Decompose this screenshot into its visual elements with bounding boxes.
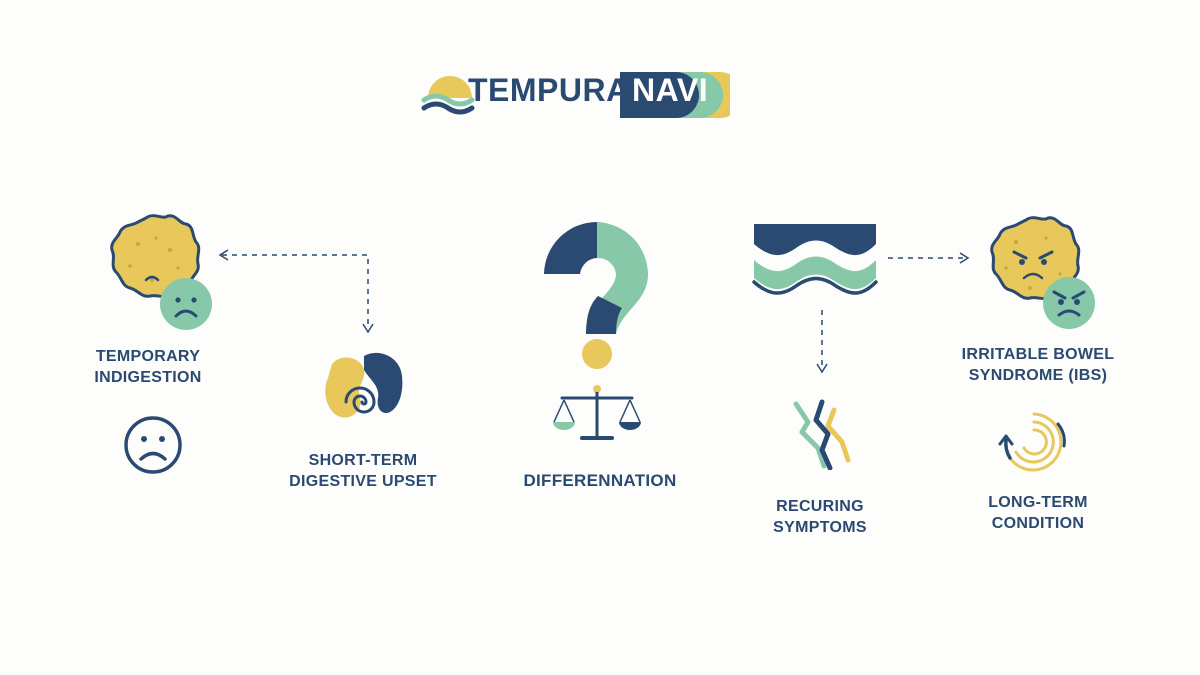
brand-name-right: NAVI	[632, 72, 709, 108]
temporary-indigestion-line1: TEMPORARY	[95, 348, 201, 365]
ibs-line1: IRRITABLE BOWEL	[961, 346, 1115, 363]
temporary-indigestion-line2: INDIGESTION	[94, 369, 202, 386]
brand-name-left: TEMPURA	[468, 72, 630, 108]
sad-face-badge-icon	[160, 278, 212, 330]
cycle-swirl-icon	[998, 412, 1066, 472]
differentiation-label: DIFFERENNATION	[523, 471, 677, 490]
ibs-line2: SYNDROME (IBS)	[968, 367, 1108, 384]
wave-icon	[752, 224, 878, 295]
cracked-lines-icon	[793, 399, 851, 470]
short-term-line2: DIGESTIVE UPSET	[289, 473, 437, 490]
long-term-line2: CONDITION	[991, 515, 1085, 532]
long-term-line1: LONG-TERM	[988, 494, 1088, 511]
long-term-condition-label: LONG-TERM CONDITION	[958, 492, 1118, 534]
dashed-connector-arrow	[218, 249, 374, 334]
dashed-down-arrow	[816, 310, 828, 374]
ibs-label: IRRITABLE BOWEL SYNDROME (IBS)	[948, 344, 1128, 386]
recurring-line2: SYMPTOMS	[773, 519, 867, 536]
angry-face-badge-icon	[1043, 277, 1095, 329]
tempura-logo-icon	[421, 72, 730, 118]
balance-scale-icon	[553, 385, 641, 440]
recurring-line1: RECURING	[776, 498, 864, 515]
frown-face-icon	[124, 416, 182, 474]
question-mark-icon	[544, 222, 648, 369]
dashed-right-arrow	[888, 252, 970, 264]
short-term-line1: SHORT-TERM	[308, 452, 418, 469]
short-term-upset-label: SHORT-TERM DIGESTIVE UPSET	[278, 450, 448, 492]
recurring-symptoms-label: RECURING SYMPTOMS	[740, 496, 900, 538]
temporary-indigestion-label: TEMPORARY INDIGESTION	[68, 346, 228, 388]
swirl-stomach-icon	[325, 352, 403, 418]
